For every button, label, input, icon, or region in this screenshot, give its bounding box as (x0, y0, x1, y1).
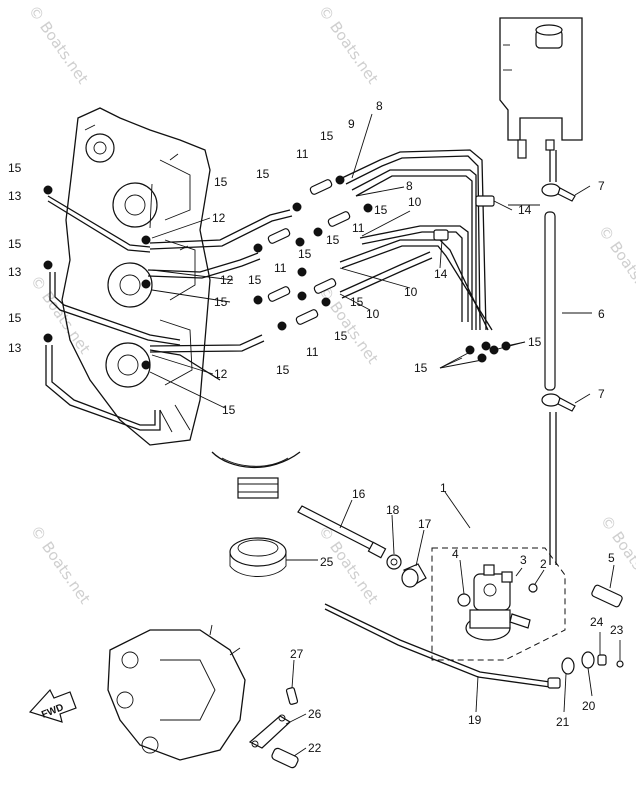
forward-arrow: FWD (28, 688, 77, 723)
part-label: 8 (376, 99, 383, 113)
part-label: 15 (8, 237, 22, 251)
part-label: 11 (306, 345, 319, 359)
part-label: 11 (274, 261, 287, 275)
part-label: 15 (248, 273, 262, 287)
part-label: 5 (608, 551, 615, 565)
part-label: 10 (404, 285, 418, 299)
fuel-tank-drawing (499, 17, 583, 182)
part-label: 15 (298, 247, 312, 261)
part-label: 15 (8, 161, 22, 175)
part-label: 18 (386, 503, 400, 517)
part-label: 15 (374, 203, 388, 217)
part-label: 23 (610, 623, 624, 637)
part-label: 14 (434, 267, 448, 281)
lower-bracket-drawing (107, 624, 246, 761)
part-label: 19 (468, 713, 482, 727)
part-label: 13 (8, 341, 22, 355)
joints-and-clips (43, 175, 373, 370)
watermarks: © Boats.net © Boats.net © Boats.net © Bo… (25, 2, 636, 607)
hose-clamp-upper (541, 183, 591, 202)
part-label: 20 (582, 699, 596, 713)
part-label: 14 (518, 203, 532, 217)
part-label: 15 (334, 329, 348, 343)
clip-cluster (439, 341, 526, 369)
fuel-pump-assembly (431, 491, 566, 661)
part-label: 15 (276, 363, 290, 377)
fuel-hose-19 (324, 603, 561, 713)
fitting-5 (591, 564, 623, 608)
part-label: 3 (520, 553, 527, 567)
part-label: 7 (598, 179, 605, 193)
part-label: 15 (8, 311, 22, 325)
part-label: 16 (352, 487, 366, 501)
part-label: 2 (540, 557, 547, 571)
part-label: 11 (352, 221, 365, 235)
shaft-16 (297, 499, 387, 559)
part-label: 12 (214, 367, 228, 381)
part-label: 15 (320, 129, 334, 143)
part-label: 10 (408, 195, 422, 209)
watermark: © Boats.net (25, 2, 92, 87)
part-label: 10 (366, 307, 380, 321)
part-label: 15 (326, 233, 340, 247)
part-label: 15 (414, 361, 428, 375)
part-label: 6 (598, 307, 605, 321)
part-label: 15 (214, 175, 228, 189)
linkage-parts (248, 659, 307, 769)
engine-block-drawing (61, 107, 211, 446)
seal-18 (386, 514, 402, 570)
part-label: 15 (256, 167, 270, 181)
watermark: © Boats.net (27, 522, 94, 607)
watermark: © Boats.net (595, 222, 636, 307)
part-label: 7 (598, 387, 605, 401)
part-label: 9 (348, 117, 355, 131)
bearing-housing (211, 451, 318, 577)
fuel-hose-vertical (544, 211, 592, 565)
part-label: 15 (222, 403, 236, 417)
bearing-17 (401, 529, 427, 588)
fuel-hoses-8-9-10 (339, 149, 513, 331)
part-label: 13 (8, 189, 22, 203)
part-label: 13 (8, 265, 22, 279)
part-label: 24 (590, 615, 604, 629)
fuel-hoses-13 (45, 195, 181, 431)
part-label: 15 (350, 295, 364, 309)
part-label: 1 (440, 481, 447, 495)
watermark: © Boats.net (315, 2, 382, 87)
fuel-hoses-12 (147, 209, 293, 381)
part-label: 4 (452, 547, 459, 561)
part-label: 11 (296, 147, 309, 161)
small-parts-20-21-24-23 (561, 632, 624, 713)
part-label: 15 (214, 295, 228, 309)
part-label: 12 (212, 211, 226, 225)
part-label: 12 (220, 273, 234, 287)
part-label: 26 (308, 707, 322, 721)
watermark: © Boats.net (27, 272, 94, 357)
part-label: 8 (406, 179, 413, 193)
part-label: 25 (320, 555, 334, 569)
part-label: 27 (290, 647, 304, 661)
watermark: © Boats.net (597, 512, 636, 597)
part-label: 22 (308, 741, 322, 755)
part-label: 15 (528, 335, 542, 349)
part-labels: 1 2 3 4 5 6 7 7 8 8 9 10 10 10 11 11 11 … (8, 99, 624, 755)
part-label: 21 (556, 715, 570, 729)
part-label: 17 (418, 517, 432, 531)
hose-clamp-lower (541, 393, 591, 412)
leader-lines (149, 113, 540, 409)
